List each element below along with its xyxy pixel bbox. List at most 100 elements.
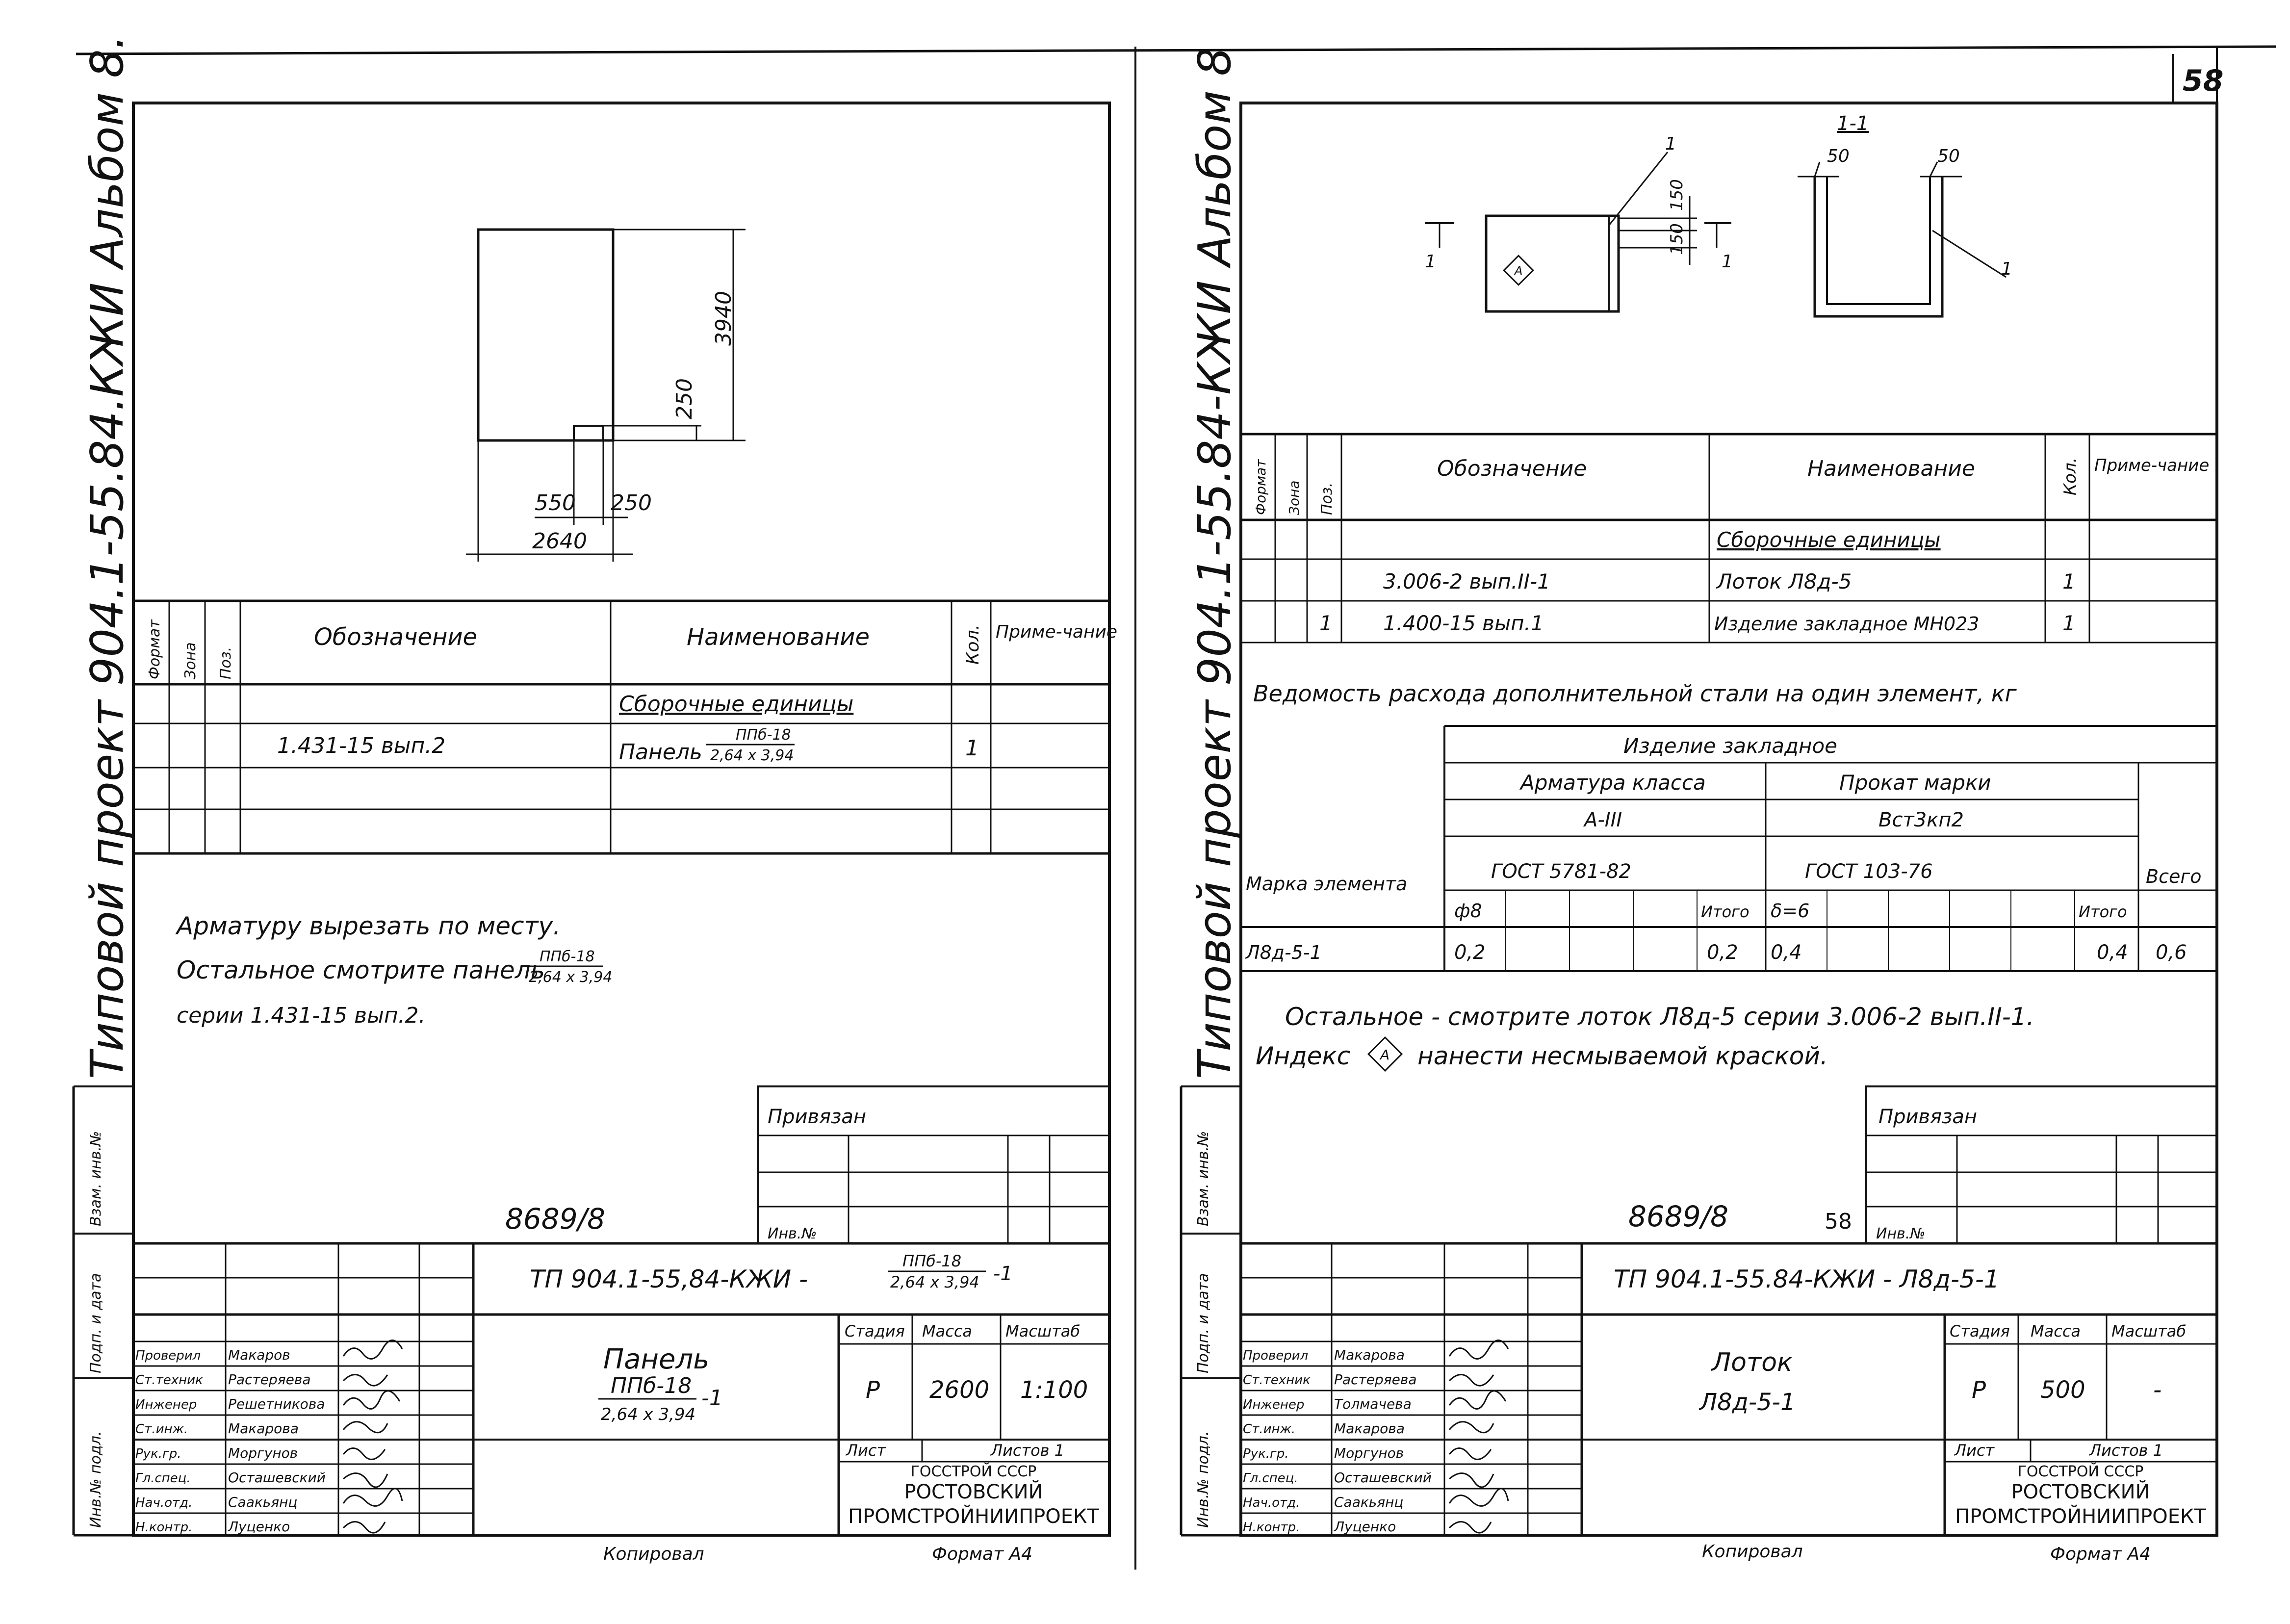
left-row-designation: 1.431-15 вып.2	[277, 733, 445, 758]
right-frame	[1239, 102, 2218, 1537]
left-institute: РОСТОВСКИЙ	[904, 1480, 1043, 1503]
note-index-diamond-icon	[1367, 1036, 1403, 1072]
r-role-4: Рук.гр.	[1243, 1446, 1288, 1461]
r-steel-a3: А-III	[1583, 809, 1622, 831]
dim-550: 550	[535, 490, 576, 516]
left-privyazan-block: Привязан Инв.№ 8689/8	[505, 1085, 1110, 1244]
dim-3940: 3940	[711, 291, 736, 346]
right-notes: Остальное - смотрите лоток Л8д-5 серии 3…	[1256, 1003, 2034, 1072]
r-row-2-name: Изделие закладное МН023	[1714, 613, 1979, 635]
left-role-1: Ст.техник	[135, 1373, 203, 1388]
r-title2: Л8д-5-1	[1698, 1389, 1796, 1416]
right-dim-150b: 150	[1667, 223, 1687, 255]
r-title: Лоток	[1711, 1348, 1793, 1377]
left-scale: 1:100	[1020, 1376, 1088, 1404]
r-institute: РОСТОВСКИЙ	[2011, 1480, 2150, 1503]
hdr-note: Приме-чание	[996, 622, 1117, 642]
left-note-frac-top: ППб-18	[540, 948, 595, 965]
left-title-frac-bottom: 2,64 х 3,94	[601, 1405, 695, 1424]
r-name-3: Макарова	[1334, 1420, 1405, 1437]
right-tray-sketch: 1 1 А 150 150 1 1-1 50 50	[1425, 112, 2012, 318]
left-title-block: ТП 904.1-55,84-КЖИ - ППб-18 2,64 х 3,94 …	[133, 1242, 1109, 1535]
left-panel-sketch: 3940 250 550 250 2640	[466, 228, 746, 562]
right-section-mark-left: 1	[1425, 252, 1436, 272]
right-stub-sign: Подп. и дата	[1195, 1273, 1212, 1373]
left-title: Панель	[603, 1343, 709, 1375]
left-note-1: Арматуру вырезать по месту.	[175, 912, 561, 940]
r-row-2-designation: 1.400-15 вып.1	[1383, 611, 1544, 635]
r-mass: 500	[2040, 1376, 2085, 1404]
right-dim-150a: 150	[1667, 179, 1687, 211]
r-role-5: Гл.спец.	[1243, 1471, 1298, 1486]
right-stub-replace: Взам. инв.№	[1195, 1131, 1212, 1226]
r-steel-itogo2: Итого	[2079, 902, 2127, 921]
r-name-7: Луценко	[1334, 1519, 1396, 1535]
left-note-3: серии 1.431-15 вып.2.	[177, 1003, 426, 1028]
right-signatures-icon	[1448, 1340, 1509, 1534]
r-drawing-no: 8689/8	[1628, 1200, 1728, 1233]
left-spec-table: Формат Зона Поз. Обозначение Наименовани…	[133, 599, 1117, 855]
left-role-4: Рук.гр.	[135, 1446, 181, 1461]
left-name-1: Растеряева	[228, 1371, 310, 1388]
r-row-1-name: Лоток Л8д-5	[1716, 569, 1852, 593]
right-steel-table: Ведомость расхода дополнительной стали н…	[1241, 680, 2217, 972]
r-steel-gost1: ГОСТ 5781-82	[1491, 860, 1631, 883]
left-title-frac-top: ППб-18	[611, 1373, 692, 1398]
r-scale: -	[2153, 1376, 2161, 1404]
r-name-2: Толмачева	[1334, 1396, 1412, 1412]
r-code: ТП 904.1-55.84-КЖИ - Л8д-5-1	[1614, 1265, 2000, 1293]
left-stub-inv: Инв.№ подл.	[87, 1431, 104, 1528]
left-sheet: Инв.№ подл. Подп. и дата Взам. инв.№ Тип…	[72, 35, 1117, 1564]
r-hdr-name: Наименование	[1807, 456, 1975, 481]
hdr-zone: Зона	[182, 642, 199, 679]
right-index-letter: А	[1514, 264, 1522, 278]
r-steel-itogo: Итого	[1701, 902, 1750, 921]
left-privyazan: Привязан	[768, 1106, 866, 1128]
r-note-1: Остальное - смотрите лоток Л8д-5 серии 3…	[1285, 1003, 2034, 1031]
left-row-qty: 1	[965, 736, 979, 761]
index-diamond-icon	[1503, 255, 1534, 286]
r-steel-rebar-class: Арматура класса	[1519, 771, 1706, 795]
r-note-2b: нанести несмываемой краской.	[1417, 1042, 1828, 1070]
left-stage-label: Стадия	[845, 1322, 905, 1340]
left-sheets-label: Листов 1	[990, 1441, 1064, 1460]
r-row-1-designation: 3.006-2 вып.II-1	[1383, 569, 1550, 593]
left-stub-replace: Взам. инв.№	[87, 1131, 104, 1226]
left-stage: Р	[866, 1376, 880, 1404]
r-steel-v2: 0,2	[1707, 941, 1738, 964]
right-page-number: 58	[2183, 64, 2224, 98]
left-gosstroy: ГОССТРОЙ СССР	[911, 1463, 1037, 1480]
left-name-5: Осташевский	[228, 1469, 326, 1486]
left-name-0: Макаров	[228, 1347, 290, 1363]
r-role-2: Инженер	[1243, 1397, 1304, 1412]
dim-2640: 2640	[532, 529, 587, 554]
right-title-block: ТП 904.1-55.84-КЖИ - Л8д-5-1 Лоток Л8д-5…	[1241, 1242, 2217, 1535]
right-vertical-title: Типовой проект 904.1-55.84-КЖИ Альбом 8	[1188, 47, 1241, 1079]
r-role-7: Н.контр.	[1243, 1520, 1300, 1535]
left-stub-sign: Подп. и дата	[87, 1273, 104, 1373]
left-role-7: Н.контр.	[135, 1520, 192, 1535]
r-steel-v3: 0,4	[1771, 941, 1802, 964]
right-section-label: 1-1	[1837, 112, 1869, 135]
r-steel-v5: 0,6	[2156, 941, 2187, 964]
hdr-name: Наименование	[687, 623, 870, 651]
left-vertical-title: Типовой проект 904.1-55.84.КЖИ Альбом 8.	[81, 35, 133, 1079]
r-steel-title: Ведомость расхода дополнительной стали н…	[1253, 680, 2017, 707]
left-copied: Копировал	[603, 1544, 704, 1564]
r-institute2: ПРОМСТРОЙНИИПРОЕКТ	[1955, 1504, 2206, 1528]
left-row-frac-bottom: 2,64 х 3,94	[710, 747, 794, 764]
left-role-0: Проверил	[135, 1348, 201, 1363]
right-stub-inv: Инв.№ подл.	[1195, 1431, 1212, 1528]
r-steel-mark-label: Марка элемента	[1246, 873, 1407, 895]
r-steel-gost2: ГОСТ 103-76	[1805, 860, 1933, 883]
r-hdr-designation: Обозначение	[1437, 456, 1587, 481]
r-name-5: Осташевский	[1334, 1469, 1432, 1486]
r-steel-delta: δ=6	[1771, 900, 1809, 922]
left-frame	[132, 102, 1111, 1537]
r-hdr-zone: Зона	[1286, 480, 1302, 515]
left-institute2: ПРОМСТРОЙНИИПРОЕКТ	[848, 1504, 1099, 1528]
hdr-designation: Обозначение	[314, 623, 477, 651]
hdr-qty: Кол.	[963, 624, 983, 665]
r-hdr-format: Формат	[1253, 459, 1269, 515]
r-copied: Копировал	[1702, 1542, 1803, 1562]
